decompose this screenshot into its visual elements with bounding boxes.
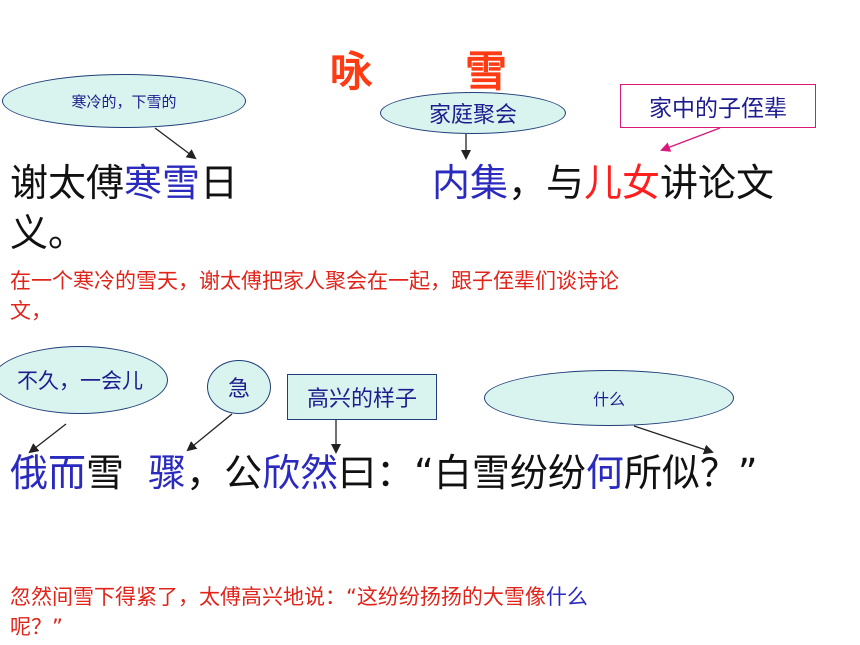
- note-what-bubble: 什么: [484, 370, 734, 426]
- text-line-3: 俄而雪 骤，公欣然曰：“白雪纷纷何所似？”: [10, 450, 758, 496]
- translation-2: 忽然间雪下得紧了，太傅高兴地说：“这纷纷扬扬的大雪像什么 呢？”: [10, 582, 588, 642]
- line3-part-4: ，公: [186, 451, 263, 495]
- note-family-gathering-bubble: 家庭聚会: [380, 92, 566, 134]
- note-cold-snow-bubble: 寒冷的，下雪的: [2, 74, 246, 128]
- line3-urgent: 骤: [148, 451, 187, 495]
- line2-text: 义。: [10, 211, 87, 255]
- line3-part-6: 曰：“白雪纷纷: [338, 451, 586, 495]
- arrow-juniors: [660, 127, 721, 152]
- note-happy-text: 高兴的样子: [306, 387, 417, 412]
- translation-2-what: 什么: [545, 585, 588, 609]
- note-cold-snow-text: 寒冷的，下雪的: [71, 92, 177, 111]
- note-happy-box: 高兴的样子: [287, 374, 437, 420]
- translation-2-line-1: 忽然间雪下得紧了，太傅高兴地说：“这纷纷扬扬的大雪像什么: [10, 582, 588, 612]
- line1-part-1: 谢太傅: [10, 161, 125, 205]
- line1-cold-snow: 寒雪: [124, 161, 201, 205]
- translation-1-line-2: 文，: [10, 299, 52, 323]
- text-line-1: 谢太傅寒雪日: [10, 160, 238, 206]
- translation-2-part-1: 忽然间雪下得紧了，太傅高兴地说：“这纷纷扬扬的大雪像: [10, 585, 546, 609]
- line3-what: 何: [585, 451, 624, 495]
- translation-1-line-1: 在一个寒冷的雪天，谢太傅把家人聚会在一起，跟子侄辈们谈诗论: [10, 269, 619, 293]
- note-soon-text: 不久，一会儿: [17, 369, 143, 393]
- line3-soon: 俄而: [10, 451, 87, 495]
- translation-2-line-2: 呢？”: [10, 615, 63, 639]
- line3-happy: 欣然: [262, 451, 339, 495]
- arrow-urgent: [186, 413, 233, 452]
- line1-part-5: ，与: [508, 161, 585, 205]
- title-char-2: 雪: [465, 47, 508, 96]
- arrow-cold-snow: [154, 127, 197, 160]
- line3-part-8: 所似？”: [623, 451, 758, 495]
- note-what-text: 什么: [592, 390, 625, 409]
- translation-1: 在一个寒冷的雪天，谢太傅把家人聚会在一起，跟子侄辈们谈诗论 文，: [10, 266, 619, 326]
- line1-part-3: 日: [200, 161, 239, 205]
- line3-part-2: 雪: [86, 451, 137, 495]
- note-juniors-text: 家中的子侄辈: [649, 96, 787, 122]
- note-soon-bubble: 不久，一会儿: [0, 346, 168, 414]
- note-family-gathering-text: 家庭聚会: [428, 103, 517, 128]
- line1-gathering: 内集: [432, 161, 509, 205]
- note-juniors-box: 家中的子侄辈: [620, 84, 816, 128]
- title-char-1: 咏: [330, 47, 373, 96]
- text-line-1b: 内集，与儿女讲论文: [432, 160, 774, 206]
- text-line-2: 义。: [10, 210, 86, 256]
- arrow-what: [633, 425, 714, 455]
- note-urgent-bubble: 急: [207, 360, 271, 414]
- line1-part-7: 讲论文: [660, 161, 775, 205]
- page-title: 咏 雪: [0, 38, 860, 98]
- line1-juniors: 儿女: [584, 161, 661, 205]
- arrow-soon: [28, 423, 67, 454]
- note-urgent-text: 急: [227, 377, 250, 402]
